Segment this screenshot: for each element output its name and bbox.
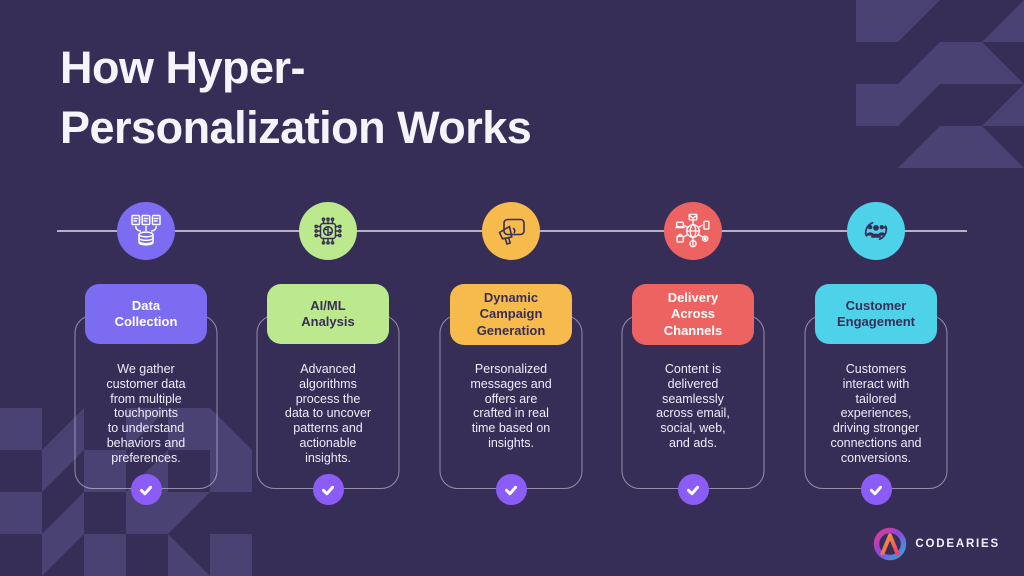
- codearies-logo-icon: [874, 527, 907, 561]
- step-column-data-collection: Data Collection We gather customer data …: [71, 0, 221, 576]
- database-documents-icon: [131, 214, 161, 246]
- dynamic-campaign-check-badge: [495, 474, 527, 505]
- megaphone-campaign-icon: [498, 218, 525, 245]
- dynamic-campaign-card: Personalized messages and offers are cra…: [439, 315, 583, 489]
- data-collection-check-badge: [130, 474, 162, 505]
- ai-chip-brain-icon: [314, 217, 342, 245]
- data-collection-card: We gather customer data from multiple to…: [74, 315, 218, 489]
- brand-logo: CODEARIES: [871, 525, 1000, 563]
- omnichannel-globe-icon: [675, 213, 710, 248]
- data-collection-icon-circle: [117, 202, 175, 260]
- step-column-customer-engagement: Customer Engagement Customers interact w…: [801, 0, 951, 576]
- dynamic-campaign-label-pill: Dynamic Campaign Generation: [450, 284, 572, 345]
- dynamic-campaign-description: Personalized messages and offers are cra…: [470, 362, 552, 450]
- check-icon: [322, 485, 334, 495]
- brand-logo-text: CODEARIES: [915, 538, 1000, 550]
- corner-pattern-top-right: [856, 0, 1024, 168]
- check-icon: [687, 485, 699, 495]
- delivery-channels-description: Content is delivered seamlessly across e…: [656, 362, 730, 450]
- delivery-channels-icon-circle: [664, 202, 722, 260]
- step-column-dynamic-campaign: Dynamic Campaign Generation Personalized…: [436, 0, 586, 576]
- customer-group-icon: [864, 221, 888, 241]
- aiml-analysis-check-badge: [312, 474, 344, 505]
- delivery-channels-label-pill: Delivery Across Channels: [632, 284, 754, 345]
- step-column-aiml-analysis: AI/ML Analysis Advanced algorithms proce…: [253, 0, 403, 576]
- check-icon: [505, 485, 517, 495]
- customer-engagement-label-pill: Customer Engagement: [815, 284, 937, 344]
- data-collection-description: We gather customer data from multiple to…: [106, 362, 186, 465]
- dynamic-campaign-icon-circle: [482, 202, 540, 260]
- page-title: How Hyper- Personalization Works: [60, 42, 532, 153]
- delivery-channels-check-badge: [677, 474, 709, 505]
- aiml-analysis-icon-circle: [299, 202, 357, 260]
- customer-engagement-card: Customers interact with tailored experie…: [804, 315, 948, 489]
- data-collection-label-pill: Data Collection: [85, 284, 207, 344]
- check-icon: [870, 485, 882, 495]
- check-icon: [140, 485, 152, 495]
- aiml-analysis-label-pill: AI/ML Analysis: [267, 284, 389, 344]
- step-column-delivery-channels: Delivery Across Channels Content is deli…: [618, 0, 768, 576]
- aiml-analysis-description: Advanced algorithms process the data to …: [284, 362, 372, 465]
- customer-engagement-icon-circle: [847, 202, 905, 260]
- customer-engagement-description: Customers interact with tailored experie…: [830, 362, 922, 465]
- customer-engagement-check-badge: [860, 474, 892, 505]
